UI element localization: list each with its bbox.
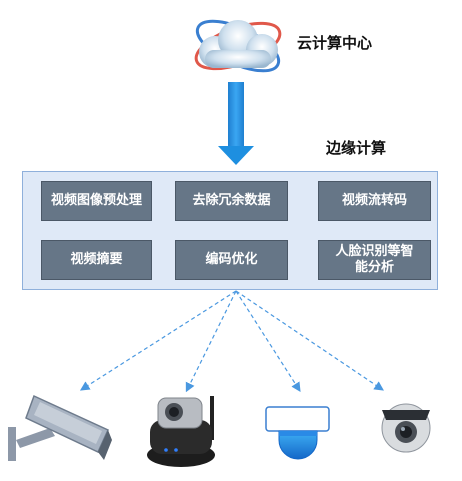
cloud-icon — [194, 19, 282, 73]
dome-camera-icon — [265, 406, 330, 460]
connector-to-bullet-camera — [79, 290, 237, 391]
cloud-center-label: 云计算中心 — [297, 34, 373, 52]
dashed-connectors — [79, 290, 384, 393]
bullet-camera-icon — [8, 394, 112, 461]
edge-computing-label: 边缘计算 — [326, 139, 387, 157]
function-face-recognition: 人脸识别等智能分析 — [318, 240, 431, 280]
function-stream-transcode: 视频流转码 — [318, 181, 431, 221]
function-video-summary: 视频摘要 — [41, 240, 152, 280]
connector-to-mini-dome-camera — [235, 290, 384, 391]
function-dedup: 去除冗余数据 — [175, 181, 288, 221]
function-encode-optimize: 编码优化 — [175, 240, 288, 280]
ptz-camera-icon — [147, 396, 215, 467]
connector-to-dome-camera — [235, 290, 301, 393]
mini-dome-camera-icon — [381, 403, 431, 453]
connector-to-ptz-camera — [185, 290, 237, 393]
down-arrow-icon — [218, 82, 254, 165]
function-video-preprocess: 视频图像预处理 — [41, 181, 152, 221]
edge-computing-panel: 视频图像预处理 去除冗余数据 视频流转码 视频摘要 编码优化 人脸识别等智能分析 — [22, 171, 438, 290]
